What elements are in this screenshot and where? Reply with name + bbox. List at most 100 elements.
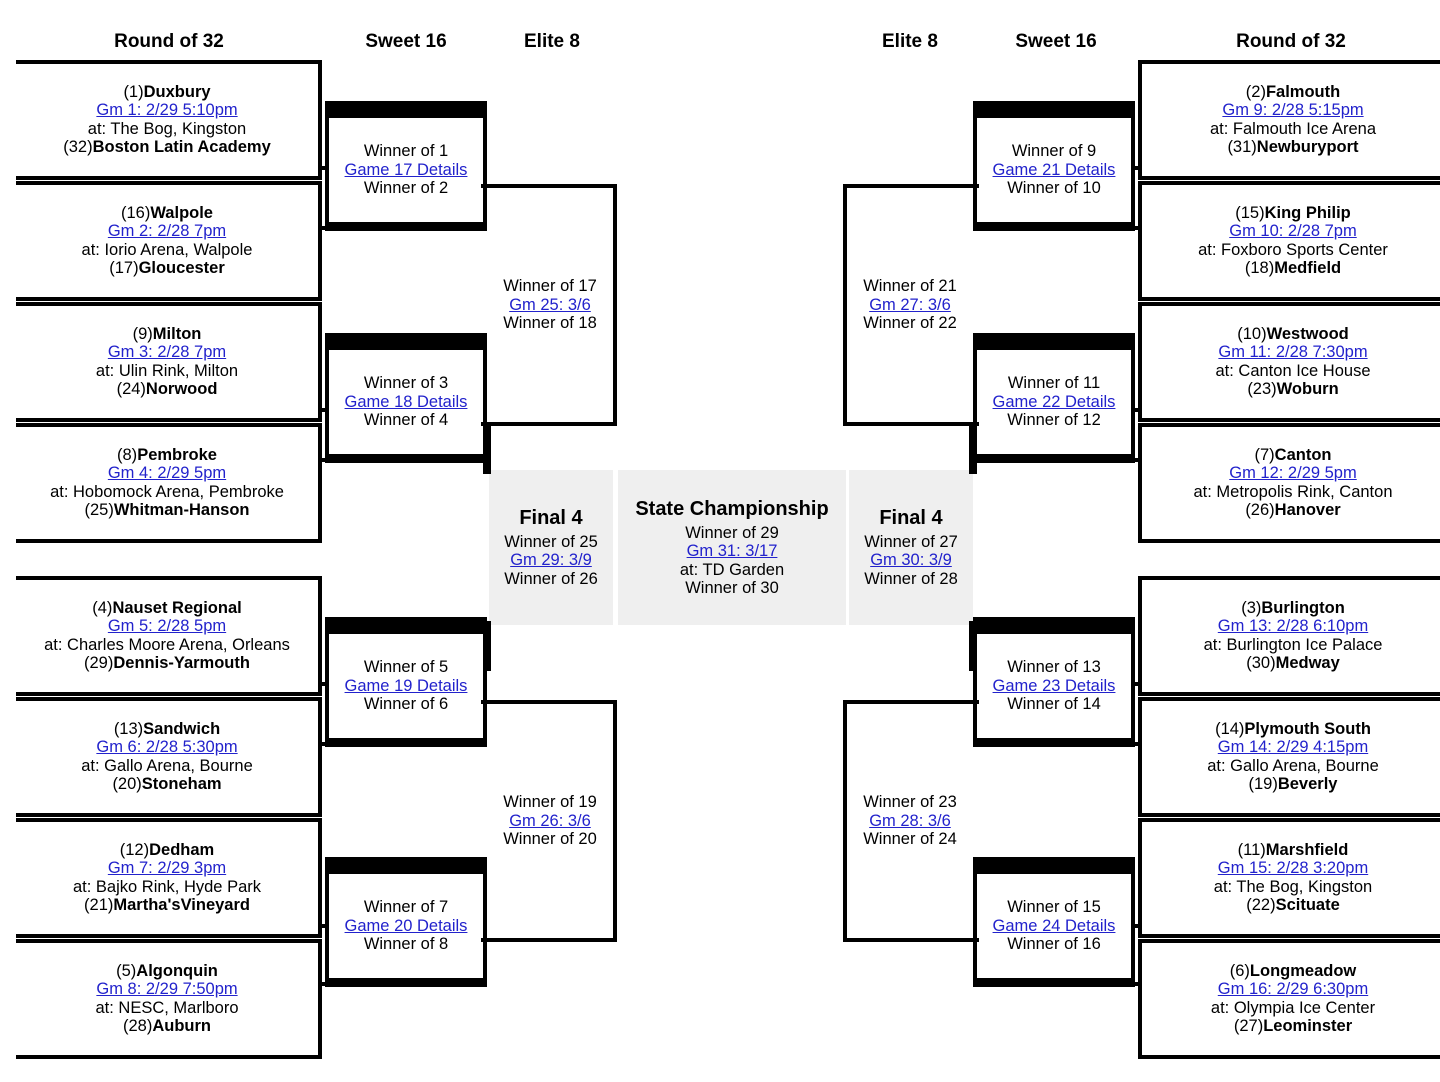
- sweet16-cell-23[interactable]: Winner of 13 Game 23 Details Winner of 1…: [973, 617, 1135, 747]
- winner-bottom: Winner of 10: [1007, 179, 1101, 198]
- venue: at: NESC, Marlboro: [95, 998, 239, 1017]
- team-bottom: Hanover: [1274, 500, 1341, 519]
- game-details-link[interactable]: Game 23 Details: [992, 676, 1116, 695]
- game-link[interactable]: Gm 7: 2/29 3pm: [107, 859, 227, 878]
- state-championship-title: State Championship: [635, 497, 829, 520]
- game-link[interactable]: Gm 11: 2/28 7:30pm: [1218, 343, 1368, 362]
- game-link[interactable]: Gm 29: 3/9: [510, 551, 592, 570]
- sweet16-cell-18[interactable]: Winner of 3 Game 18 Details Winner of 4: [325, 333, 487, 463]
- game-details-link[interactable]: Game 22 Details: [992, 392, 1116, 411]
- final-4-left-title: Final 4: [519, 506, 583, 529]
- sweet16-cell-24[interactable]: Winner of 15 Game 24 Details Winner of 1…: [973, 857, 1135, 987]
- game-cell-14[interactable]: (14)Plymouth South Gm 14: 2/29 4:15pm at…: [1138, 697, 1440, 817]
- state-championship-panel[interactable]: State Championship Winner of 29 Gm 31: 3…: [618, 470, 846, 625]
- game-cell-2[interactable]: (16)Walpole Gm 2: 2/28 7pm at: Iorio Are…: [16, 181, 322, 301]
- seed-top: (3): [1241, 598, 1262, 617]
- seed-top: (11): [1237, 840, 1266, 859]
- header-right-elite-8: Elite 8: [882, 31, 938, 52]
- winner-bottom: Winner of 30: [685, 578, 779, 597]
- sweet16-cell-22[interactable]: Winner of 11 Game 22 Details Winner of 1…: [973, 333, 1135, 463]
- game-link[interactable]: Gm 27: 3/6: [869, 295, 951, 314]
- venue: at: Gallo Arena, Bourne: [1207, 756, 1379, 775]
- game-link[interactable]: Gm 4: 2/29 5pm: [107, 464, 227, 483]
- game-cell-10[interactable]: (15)King Philip Gm 10: 2/28 7pm at: Foxb…: [1138, 181, 1440, 301]
- game-link[interactable]: Gm 31: 3/17: [686, 542, 778, 561]
- game-link[interactable]: Gm 28: 3/6: [869, 811, 951, 830]
- game-cell-6[interactable]: (13)Sandwich Gm 6: 2/28 5:30pm at: Gallo…: [16, 697, 322, 817]
- game-cell-12[interactable]: (7)Canton Gm 12: 2/29 5pm at: Metropolis…: [1138, 423, 1440, 543]
- sweet16-cell-21[interactable]: Winner of 9 Game 21 Details Winner of 10: [973, 101, 1135, 231]
- elite8-cell-25[interactable]: Winner of 17 Gm 25: 3/6 Winner of 18: [487, 184, 617, 426]
- game-cell-8[interactable]: (5)Algonquin Gm 8: 2/29 7:50pm at: NESC,…: [16, 939, 322, 1059]
- team-top: Milton: [152, 324, 202, 343]
- game-link[interactable]: Gm 13: 2/28 6:10pm: [1217, 617, 1369, 636]
- game-cell-11[interactable]: (10)Westwood Gm 11: 2/28 7:30pm at: Cant…: [1138, 302, 1440, 422]
- seed-bottom: (23): [1247, 379, 1277, 398]
- game-cell-4[interactable]: (8)Pembroke Gm 4: 2/29 5pm at: Hobomock …: [16, 423, 322, 543]
- sweet16-cell-20[interactable]: Winner of 7 Game 20 Details Winner of 8: [325, 857, 487, 987]
- winner-bottom: Winner of 18: [503, 314, 597, 333]
- game-details-link[interactable]: Game 18 Details: [344, 392, 468, 411]
- venue: at: Charles Moore Arena, Orleans: [44, 635, 290, 654]
- sweet16-cell-19[interactable]: Winner of 5 Game 19 Details Winner of 6: [325, 617, 487, 747]
- game-link[interactable]: Gm 6: 2/28 5:30pm: [96, 738, 238, 757]
- game-details-link[interactable]: Game 19 Details: [344, 676, 468, 695]
- connector-right-s16-24: [969, 938, 979, 942]
- winner-top: Winner of 17: [503, 277, 597, 296]
- game-link[interactable]: Gm 1: 2/29 5:10pm: [96, 101, 238, 120]
- winner-bottom: Winner of 2: [363, 179, 449, 198]
- seed-top: (1): [123, 82, 144, 101]
- game-link[interactable]: Gm 30: 3/9: [870, 551, 952, 570]
- game-cell-5[interactable]: (4)Nauset Regional Gm 5: 2/28 5pm at: Ch…: [16, 576, 322, 696]
- game-details-link[interactable]: Game 21 Details: [992, 160, 1116, 179]
- matchup-top-team: (5)Algonquin: [16, 962, 318, 980]
- game-details-link[interactable]: Game 17 Details: [344, 160, 468, 179]
- game-cell-15[interactable]: (11)Marshfield Gm 15: 2/28 3:20pm at: Th…: [1138, 818, 1440, 938]
- game-details-link[interactable]: Game 24 Details: [992, 916, 1116, 935]
- matchup-bottom-team: (24)Norwood: [16, 380, 318, 398]
- game-link[interactable]: Gm 15: 2/28 3:20pm: [1217, 859, 1369, 878]
- seed-bottom: (25): [84, 500, 114, 519]
- game-cell-1[interactable]: (1)Duxbury Gm 1: 2/29 5:10pm at: The Bog…: [16, 60, 322, 180]
- game-link[interactable]: Gm 2: 2/28 7pm: [107, 222, 227, 241]
- game-link[interactable]: Gm 25: 3/6: [509, 295, 591, 314]
- game-link[interactable]: Gm 26: 3/6: [509, 811, 591, 830]
- winner-top: Winner of 21: [863, 277, 957, 296]
- matchup-top-team: (7)Canton: [1142, 446, 1440, 464]
- team-bottom: Boston Latin Academy: [92, 137, 271, 156]
- game-link[interactable]: Gm 10: 2/28 7pm: [1229, 222, 1357, 241]
- connector-left-s16-18: [481, 422, 491, 426]
- seed-bottom: (31): [1227, 137, 1257, 156]
- game-link[interactable]: Gm 14: 2/29 4:15pm: [1217, 738, 1369, 757]
- team-top: Algonquin: [136, 961, 218, 980]
- game-link[interactable]: Gm 16: 2/29 6:30pm: [1217, 980, 1369, 999]
- venue: at: Foxboro Sports Center: [1198, 240, 1388, 259]
- elite8-cell-27[interactable]: Winner of 21 Gm 27: 3/6 Winner of 22: [843, 184, 973, 426]
- final-4-left-panel[interactable]: Final 4 Winner of 25 Gm 29: 3/9 Winner o…: [489, 470, 613, 625]
- seed-bottom: (17): [109, 258, 139, 277]
- seed-top: (5): [116, 961, 137, 980]
- game-cell-3[interactable]: (9)Milton Gm 3: 2/28 7pm at: Ulin Rink, …: [16, 302, 322, 422]
- game-cell-13[interactable]: (3)Burlington Gm 13: 2/28 6:10pm at: Bur…: [1138, 576, 1440, 696]
- matchup-top-team: (12)Dedham: [16, 841, 318, 859]
- winner-top: Winner of 5: [363, 658, 449, 677]
- elite8-cell-26[interactable]: Winner of 19 Gm 26: 3/6 Winner of 20: [487, 700, 617, 942]
- game-link[interactable]: Gm 12: 2/29 5pm: [1229, 464, 1357, 483]
- connector-right-s16-23: [969, 700, 979, 704]
- matchup-bottom-team: (19)Beverly: [1142, 775, 1440, 793]
- final-4-right-panel[interactable]: Final 4 Winner of 27 Gm 30: 3/9 Winner o…: [849, 470, 973, 625]
- seed-bottom: (27): [1233, 1016, 1264, 1035]
- game-cell-9[interactable]: (2)Falmouth Gm 9: 2/28 5:15pm at: Falmou…: [1138, 60, 1440, 180]
- elite8-cell-28[interactable]: Winner of 23 Gm 28: 3/6 Winner of 24: [843, 700, 973, 942]
- game-link[interactable]: Gm 5: 2/28 5pm: [107, 617, 227, 636]
- seed-bottom: (19): [1248, 774, 1278, 793]
- sweet16-cell-17[interactable]: Winner of 1 Game 17 Details Winner of 2: [325, 101, 487, 231]
- game-link[interactable]: Gm 8: 2/29 7:50pm: [96, 980, 238, 999]
- matchup-bottom-team: (25)Whitman-Hanson: [16, 501, 318, 519]
- game-cell-7[interactable]: (12)Dedham Gm 7: 2/29 3pm at: Bajko Rink…: [16, 818, 322, 938]
- matchup-bottom-team: (32)Boston Latin Academy: [16, 138, 318, 156]
- game-link[interactable]: Gm 9: 2/28 5:15pm: [1222, 101, 1364, 120]
- game-details-link[interactable]: Game 20 Details: [344, 916, 468, 935]
- game-link[interactable]: Gm 3: 2/28 7pm: [107, 343, 227, 362]
- game-cell-16[interactable]: (6)Longmeadow Gm 16: 2/29 6:30pm at: Oly…: [1138, 939, 1440, 1059]
